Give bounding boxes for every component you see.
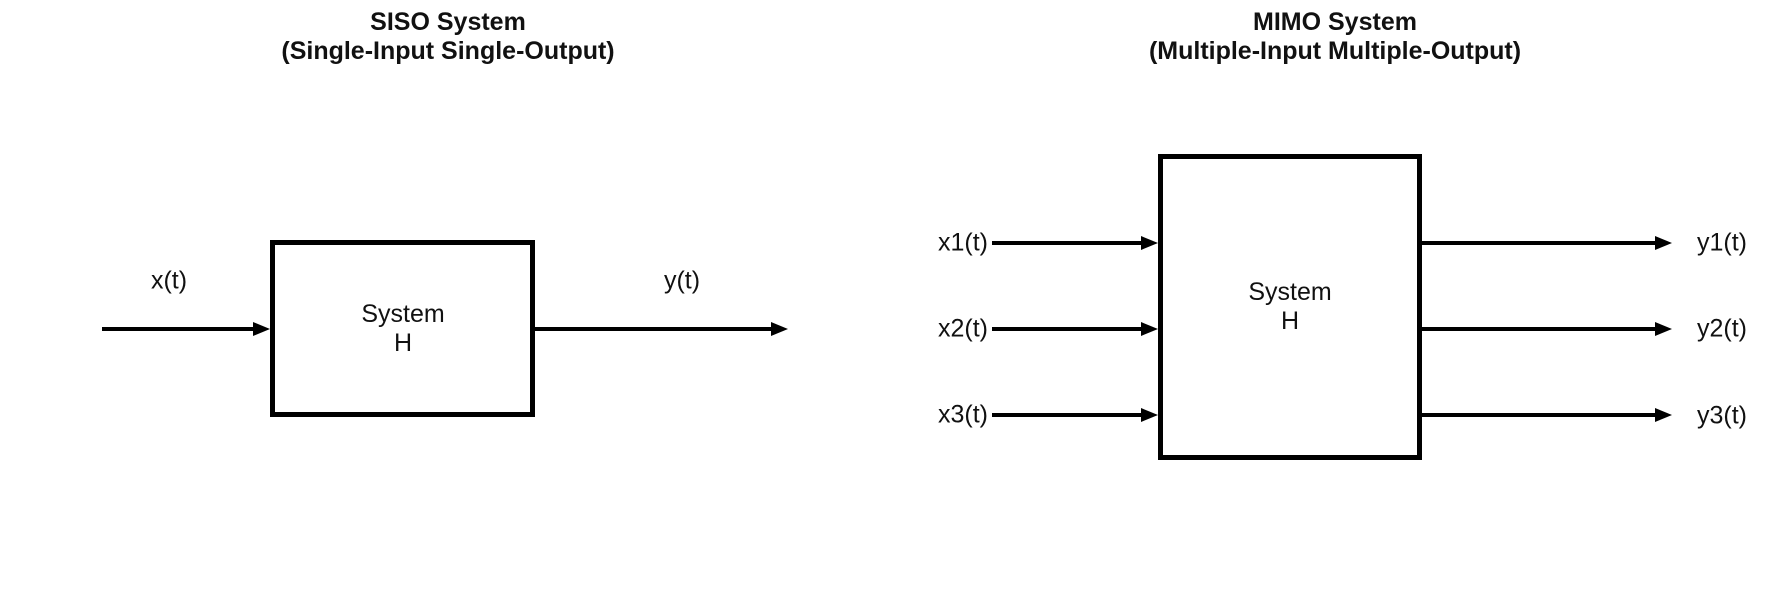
mimo-box-label-line1: System bbox=[1248, 278, 1332, 306]
siso-title: SISO System (Single-Input Single-Output) bbox=[281, 8, 614, 66]
mimo-output-label-y2: y2(t) bbox=[1697, 314, 1747, 343]
siso-output-label: y(t) bbox=[663, 266, 701, 295]
mimo-input-arrow-2 bbox=[992, 327, 1141, 331]
mimo-title-line2: (Multiple-Input Multiple-Output) bbox=[1148, 37, 1522, 65]
mimo-box-label-line2: H bbox=[1280, 307, 1300, 335]
siso-output-arrow bbox=[535, 327, 771, 331]
siso-input-arrow bbox=[102, 327, 253, 331]
siso-title-line2: (Single-Input Single-Output) bbox=[281, 37, 615, 65]
mimo-input-arrow-1 bbox=[992, 241, 1141, 245]
mimo-output-arrow-1 bbox=[1422, 241, 1655, 245]
mimo-input-arrow-3 bbox=[992, 413, 1141, 417]
mimo-output-arrow-2 bbox=[1422, 327, 1655, 331]
siso-input-label: x(t) bbox=[150, 266, 188, 295]
mimo-system-box bbox=[1158, 154, 1422, 460]
mimo-box-label: System H bbox=[1248, 278, 1331, 336]
mimo-output-arrow-3 bbox=[1422, 413, 1655, 417]
mimo-input-label-x2: x2(t) bbox=[938, 314, 988, 343]
mimo-title: MIMO System (Multiple-Input Multiple-Out… bbox=[1149, 8, 1521, 66]
mimo-output-label-y3: y3(t) bbox=[1697, 401, 1747, 430]
siso-box-label-line1: System bbox=[361, 300, 445, 328]
siso-title-line1: SISO System bbox=[370, 8, 526, 36]
mimo-title-line1: MIMO System bbox=[1253, 8, 1417, 36]
mimo-input-label-x1: x1(t) bbox=[938, 228, 988, 257]
siso-box-label-line2: H bbox=[393, 329, 413, 357]
mimo-output-label-y1: y1(t) bbox=[1697, 228, 1747, 257]
mimo-input-label-x3: x3(t) bbox=[938, 400, 988, 429]
siso-box-label: System H bbox=[361, 300, 444, 358]
siso-system-box bbox=[270, 240, 535, 417]
